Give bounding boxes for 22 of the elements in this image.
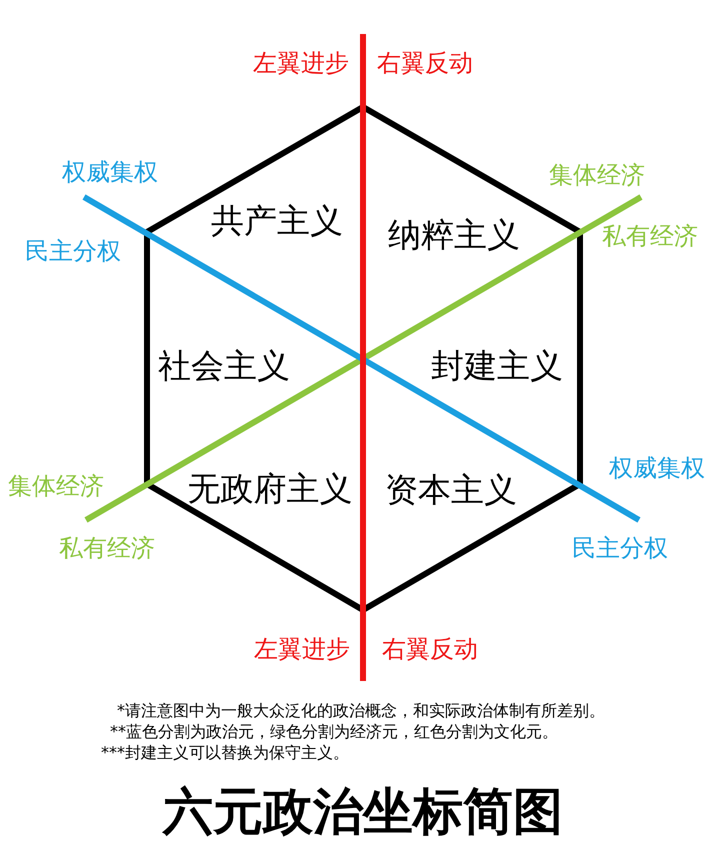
axis-label: 民主分权	[572, 535, 668, 563]
axis-label: 右翼反动	[382, 636, 478, 664]
sector-label: 无政府主义	[188, 470, 352, 508]
footnote: ***封建主义可以替换为保守主义。	[101, 744, 349, 762]
sector-label: 资本主义	[385, 471, 517, 509]
axis-label: 左翼进步	[254, 636, 350, 664]
footnote: **蓝色分割为政治元，绿色分割为经济元，红色分割为文化元。	[110, 722, 558, 742]
sector-label: 社会主义	[158, 347, 290, 385]
axis-label: 权威集权	[62, 159, 158, 187]
sector-label: 共产主义	[211, 202, 343, 240]
axis-label: 私有经济	[602, 223, 698, 251]
axis-label: 右翼反动	[377, 50, 473, 78]
sector-label: 封建主义	[431, 347, 563, 385]
sector-label: 纳粹主义	[388, 216, 520, 254]
axis-label: 权威集权	[609, 455, 705, 483]
footnote: *请注意图中为一般大众泛化的政治概念，和实际政治体制有所差别。	[117, 702, 605, 720]
axis-label: 私有经济	[59, 535, 155, 563]
axis-label: 左翼进步	[253, 50, 349, 78]
axis-label: 集体经济	[8, 473, 104, 501]
axis-label: 民主分权	[25, 238, 121, 266]
axis-label: 集体经济	[549, 162, 645, 190]
diagram-title: 六元政治坐标简图	[163, 783, 563, 841]
